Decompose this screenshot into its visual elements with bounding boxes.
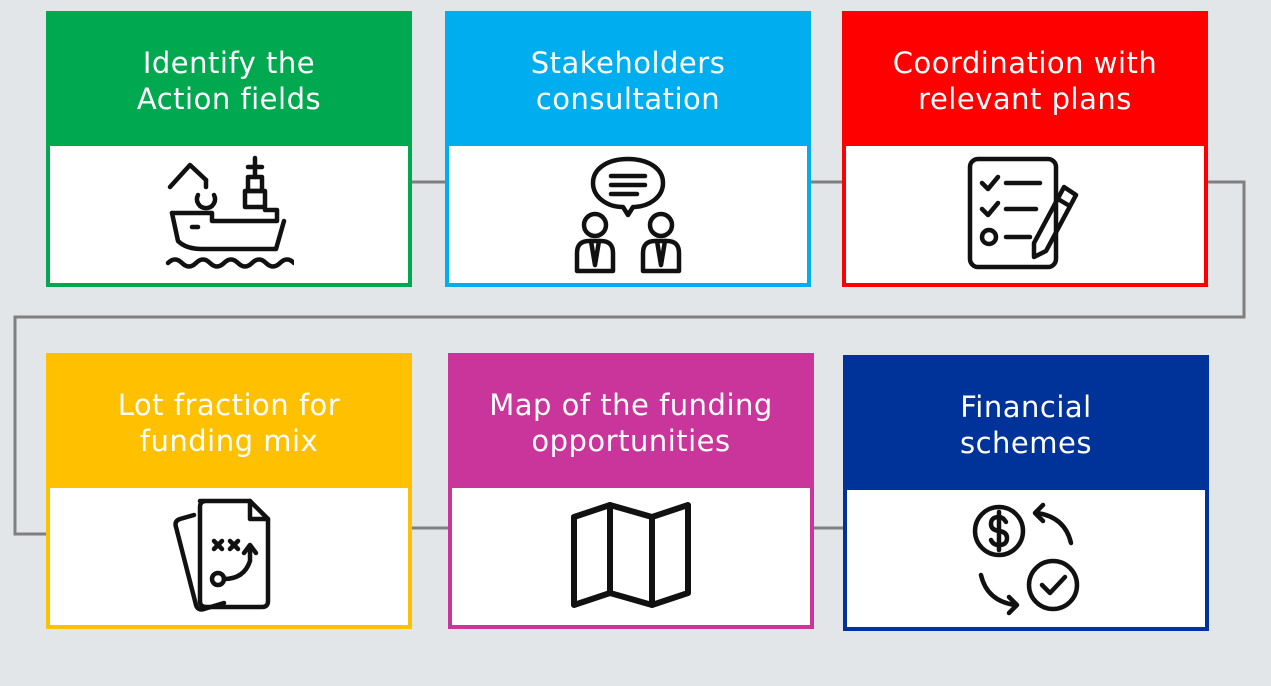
step-card-stakeholders-consultation: Stakeholders consultation xyxy=(445,11,811,287)
step-title: Financial schemes xyxy=(847,359,1205,490)
connector-3-4 xyxy=(13,180,1246,536)
step-title-line1: Identify the xyxy=(142,45,316,80)
step-title: Lot fraction for funding mix xyxy=(50,357,408,488)
ship-crane-icon xyxy=(165,155,294,269)
step-title: Coordination with relevant plans xyxy=(846,15,1204,146)
step-title-line2: Action fields xyxy=(136,81,322,116)
consultation-icon xyxy=(574,156,682,273)
step-title: Identify the Action fields xyxy=(50,15,408,146)
step-card-funding-map: Map of the funding opportunities xyxy=(448,353,814,629)
step-card-financial-schemes: Financial schemes xyxy=(843,355,1209,631)
step-card-coordination-plans: Coordination with relevant plans xyxy=(842,11,1208,287)
strategy-plan-icon xyxy=(173,498,271,612)
step-title-line1: Map of the funding xyxy=(489,387,773,422)
step-title-line2: opportunities xyxy=(531,423,731,458)
step-title-line1: Coordination with xyxy=(892,45,1158,80)
step-card-identify-action-fields: Identify the Action fields xyxy=(46,11,412,287)
step-card-lot-fraction: Lot fraction for funding mix xyxy=(46,353,412,629)
step-title: Stakeholders consultation xyxy=(449,15,807,146)
step-title-line2: relevant plans xyxy=(918,81,1132,116)
map-icon xyxy=(571,501,691,608)
step-title-line1: Stakeholders xyxy=(530,45,726,80)
money-exchange-icon xyxy=(972,502,1080,615)
step-title-line1: Financial xyxy=(960,389,1092,424)
step-title: Map of the funding opportunities xyxy=(452,357,810,488)
step-title-line2: consultation xyxy=(535,81,721,116)
step-title-line2: funding mix xyxy=(139,423,319,458)
step-title-line2: schemes xyxy=(960,425,1092,460)
step-title-line1: Lot fraction for xyxy=(117,387,341,422)
checklist-icon xyxy=(967,156,1079,269)
